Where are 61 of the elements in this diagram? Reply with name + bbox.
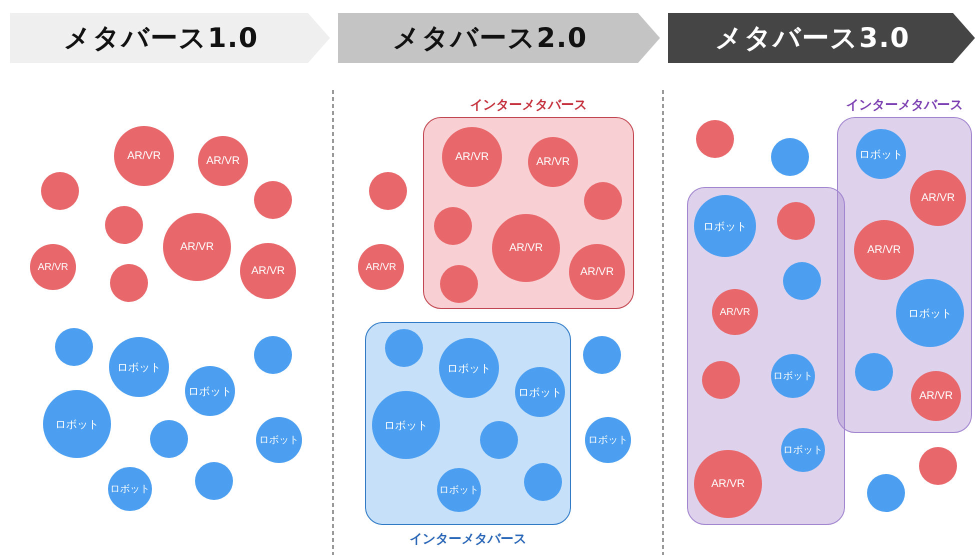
stage-banner: メタバース2.0 bbox=[338, 13, 660, 63]
circle-node: AR/VR bbox=[358, 244, 404, 290]
circle-node: ロボット bbox=[439, 338, 499, 398]
circle-node: ロボット bbox=[694, 195, 756, 257]
circle-node: AR/VR bbox=[492, 214, 560, 282]
circle-node bbox=[150, 420, 188, 458]
circle-node bbox=[105, 206, 143, 244]
circle-node bbox=[369, 172, 407, 210]
circle-node: ロボット bbox=[43, 390, 111, 458]
group-label: インターメタバース bbox=[408, 531, 528, 548]
circle-node bbox=[771, 138, 809, 176]
circle-node: ロボット bbox=[437, 468, 481, 512]
circle-node bbox=[702, 361, 740, 399]
stage-banner: メタバース3.0 bbox=[668, 13, 975, 63]
circle-node: ロボット bbox=[781, 428, 825, 472]
circle-node bbox=[480, 421, 518, 459]
circle-node bbox=[855, 353, 893, 391]
circle-node bbox=[524, 463, 562, 501]
circle-node bbox=[434, 207, 472, 245]
circle-node: AR/VR bbox=[911, 371, 961, 421]
circle-node: AR/VR bbox=[114, 126, 174, 186]
circle-node: AR/VR bbox=[854, 220, 914, 280]
circle-node: ロボット bbox=[585, 417, 631, 463]
group-label: インターメタバース bbox=[469, 97, 588, 114]
circle-node: AR/VR bbox=[694, 450, 762, 518]
circle-node: AR/VR bbox=[528, 137, 578, 187]
circle-node: ロボット bbox=[256, 417, 302, 463]
circle-node: AR/VR bbox=[240, 243, 296, 299]
circle-node: AR/VR bbox=[910, 170, 966, 226]
circle-node: ロボット bbox=[856, 129, 906, 179]
circle-node bbox=[254, 336, 292, 374]
circle-node: ロボット bbox=[372, 391, 440, 459]
circle-node: AR/VR bbox=[712, 289, 758, 335]
circle-node: ロボット bbox=[896, 279, 964, 347]
circle-node bbox=[55, 328, 93, 366]
circle-node bbox=[110, 264, 148, 302]
circle-node: ロボット bbox=[771, 354, 815, 398]
circle-node: ロボット bbox=[185, 366, 235, 416]
circle-node: ロボット bbox=[109, 337, 169, 397]
circle-node bbox=[696, 120, 734, 158]
circle-node: AR/VR bbox=[442, 127, 502, 187]
circle-node: AR/VR bbox=[569, 244, 625, 300]
circle-node: AR/VR bbox=[163, 213, 231, 281]
group-label: インターメタバース bbox=[845, 97, 964, 114]
circle-node: AR/VR bbox=[30, 244, 76, 290]
circle-node bbox=[867, 474, 905, 512]
circle-node bbox=[583, 336, 621, 374]
circle-node bbox=[584, 182, 622, 220]
circle-node: ロボット bbox=[108, 467, 152, 511]
circle-node bbox=[41, 172, 79, 210]
circle-node: ロボット bbox=[515, 367, 565, 417]
circle-node bbox=[919, 447, 957, 485]
circle-node: AR/VR bbox=[198, 136, 248, 186]
circle-node bbox=[385, 329, 423, 367]
circle-node bbox=[195, 462, 233, 500]
group-box bbox=[687, 187, 845, 525]
circle-node bbox=[783, 262, 821, 300]
circle-node bbox=[777, 202, 815, 240]
circle-node bbox=[440, 265, 478, 303]
circle-node bbox=[254, 181, 292, 219]
stage-banner: メタバース1.0 bbox=[10, 13, 330, 63]
